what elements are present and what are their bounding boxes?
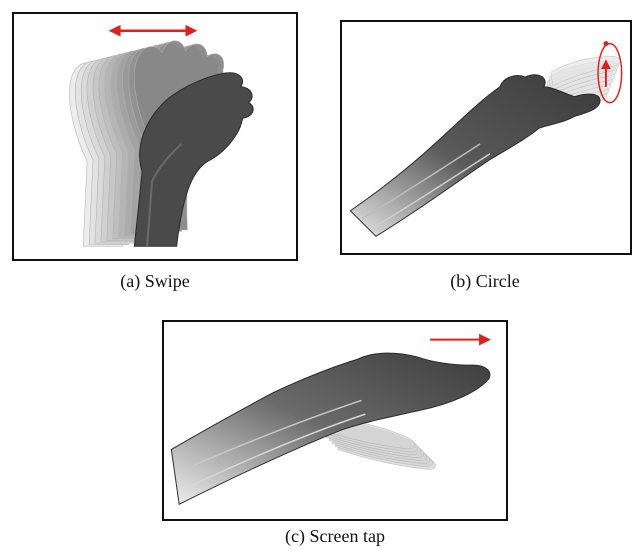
double-headed-arrow-icon [109, 25, 198, 37]
caption-screen-tap: (c) Screen tap [235, 526, 435, 547]
right-arrow-icon [430, 334, 491, 346]
panel-circle [340, 20, 632, 255]
screen-tap-hand-illustration [164, 322, 506, 519]
panel-screen-tap [162, 320, 508, 521]
hand-icon [171, 353, 490, 504]
swipe-hand-illustration [14, 14, 296, 259]
hand-icon [350, 75, 600, 237]
circle-hand-illustration [342, 22, 630, 253]
caption-circle: (b) Circle [420, 271, 550, 292]
panel-swipe [12, 12, 298, 261]
caption-swipe: (a) Swipe [90, 271, 220, 292]
